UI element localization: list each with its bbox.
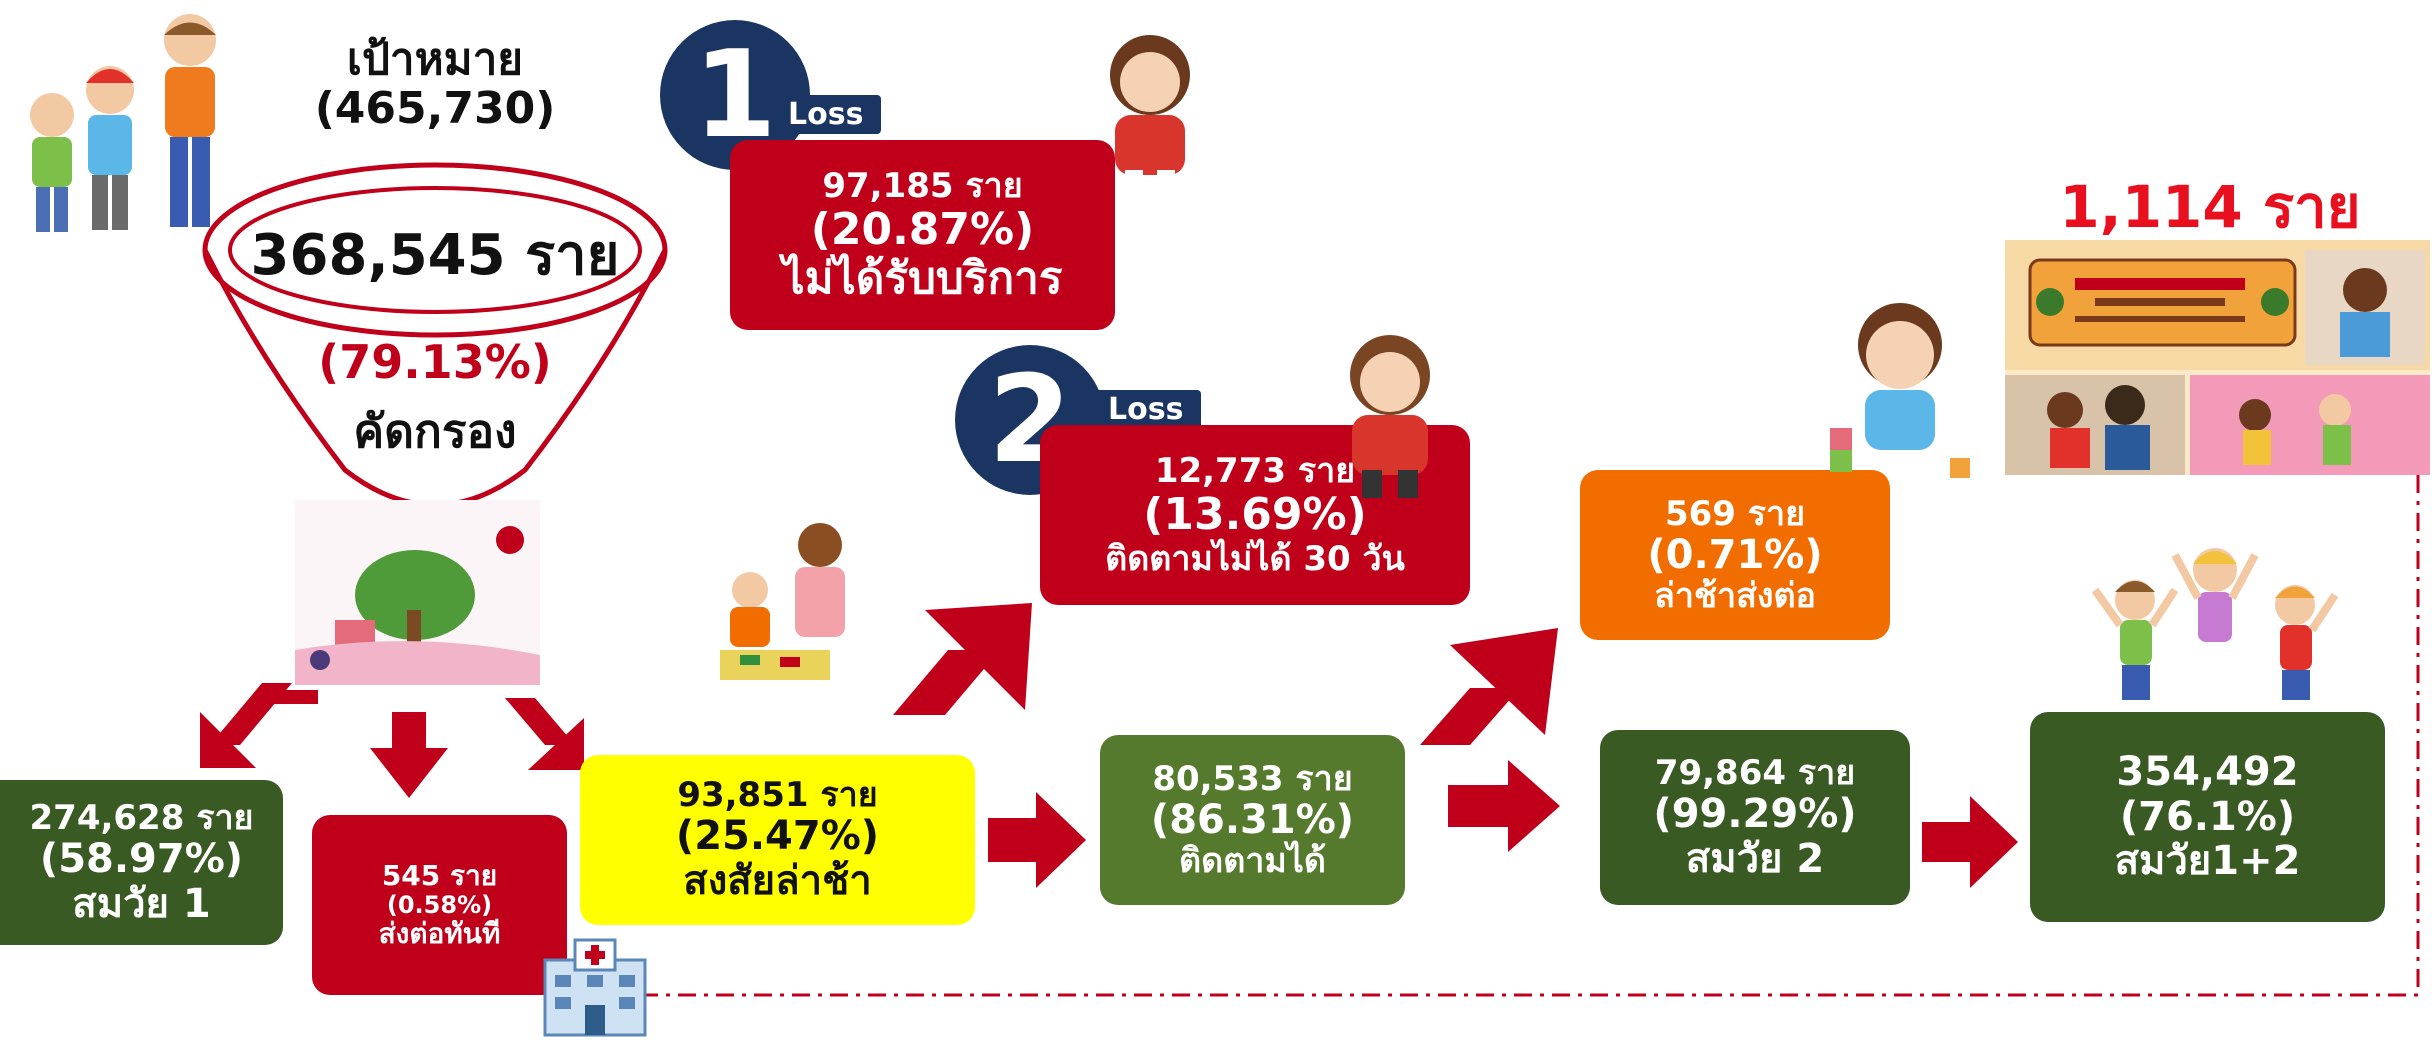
loss1-percent: (20.87%) xyxy=(810,203,1035,255)
hospital-icon xyxy=(543,938,647,1037)
arrow-right-1 xyxy=(988,792,1086,888)
arrow-up-right-loss2 xyxy=(893,603,1032,715)
loss1-label: ไม่ได้รับบริการ xyxy=(782,253,1063,305)
normal2-count: 79,864 ราย xyxy=(1654,752,1856,793)
referral-connector xyxy=(640,398,2420,997)
refer-now-percent: (0.58%) xyxy=(386,890,493,919)
normal1-percent: (58.97%) xyxy=(39,835,244,882)
normal2-box: 79,864 ราย (99.29%) สมวัย 2 xyxy=(1600,730,1910,905)
normal2-label: สมวัย 2 xyxy=(1685,835,1825,882)
screened-count: 368,545 ราย xyxy=(250,223,620,288)
arrow-down-left xyxy=(200,683,318,768)
arrow-down xyxy=(370,712,448,798)
screened-percent: (79.13%) xyxy=(318,335,552,389)
followed-box: 80,533 ราย (86.31%) ติดตามได้ xyxy=(1100,735,1405,905)
delay-refer-label: ล่าช้าส่งต่อ xyxy=(1654,576,1816,617)
arrow-up-right-delay xyxy=(1420,628,1558,745)
target-value: (465,730) xyxy=(314,83,556,135)
screening-manual-illustration xyxy=(295,500,540,685)
followed-label: ติดตามได้ xyxy=(1179,841,1326,882)
arrow-right-3 xyxy=(1922,796,2018,888)
arrow-right-2 xyxy=(1448,760,1560,852)
loss2-tag: Loss xyxy=(1090,390,1202,429)
total-normal-percent: (76.1%) xyxy=(2119,793,2296,840)
loss2-count: 12,773 ราย xyxy=(1154,451,1356,492)
referral-total-label: 1,114 ราย xyxy=(2059,173,2361,241)
normal1-label: สมวัย 1 xyxy=(72,880,211,927)
crying-girl-illustration xyxy=(1110,35,1190,205)
screened-label: คัดกรอง xyxy=(353,404,517,458)
program-poster-image xyxy=(2005,240,2430,475)
loss1-box: 97,185 ราย (20.87%) ไม่ได้รับบริการ xyxy=(730,140,1115,330)
delay-refer-box: 569 ราย (0.71%) ล่าช้าส่งต่อ xyxy=(1580,470,1890,640)
crying-girl-2-illustration xyxy=(1350,335,1430,498)
suspected-box: 93,851 ราย (25.47%) สงสัยล่าช้า xyxy=(580,755,975,925)
arrow-down-right xyxy=(505,698,584,770)
delay-refer-percent: (0.71%) xyxy=(1647,531,1823,578)
total-normal-count: 354,492 xyxy=(2116,748,2299,795)
refer-now-count: 545 ราย xyxy=(381,859,498,893)
normal2-percent: (99.29%) xyxy=(1653,790,1857,837)
delay-refer-count: 569 ราย xyxy=(1664,493,1806,534)
normal1-box: 274,628 ราย (58.97%) สมวัย 1 xyxy=(0,780,283,945)
target-block: เป้าหมาย (465,730) xyxy=(285,35,585,134)
refer-now-box: 545 ราย (0.58%) ส่งต่อทันที xyxy=(312,815,567,995)
followed-count: 80,533 ราย xyxy=(1152,758,1353,799)
happy-kids-illustration xyxy=(2091,548,2339,700)
loss2-percent: (13.69%) xyxy=(1143,489,1367,541)
loss2-label: ติดตามไม่ได้ 30 วัน xyxy=(1105,538,1405,579)
children-illustration xyxy=(30,14,216,232)
loss1-count: 97,185 ราย xyxy=(822,165,1023,206)
total-normal-box: 354,492 (76.1%) สมวัย1+2 xyxy=(2030,712,2385,922)
refer-now-label: ส่งต่อทันที xyxy=(378,917,501,951)
suspected-percent: (25.47%) xyxy=(675,813,880,860)
mother-child-illustration xyxy=(720,523,845,680)
total-normal-label: สมวัย1+2 xyxy=(2114,838,2301,885)
followed-percent: (86.31%) xyxy=(1150,796,1355,843)
baby-blocks-illustration xyxy=(1830,303,1970,478)
normal1-count: 274,628 ราย xyxy=(29,797,254,838)
loss1-tag: Loss xyxy=(770,95,882,134)
suspected-count: 93,851 ราย xyxy=(677,775,878,816)
target-label: เป้าหมาย xyxy=(346,34,524,85)
suspected-label: สงสัยล่าช้า xyxy=(683,858,872,905)
